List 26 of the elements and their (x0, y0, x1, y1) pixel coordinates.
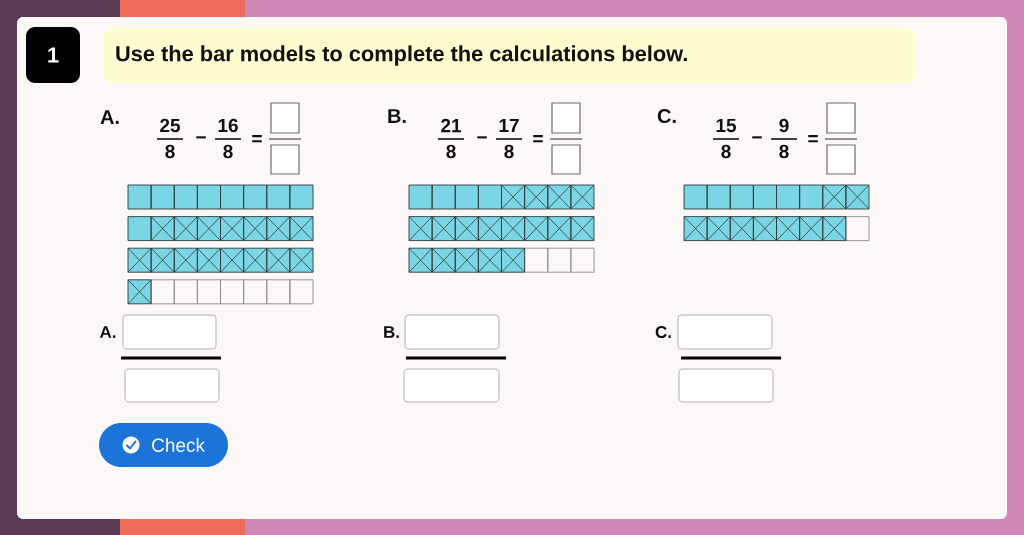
question-letter: A. (99, 326, 116, 338)
denominator: 8 (721, 144, 731, 159)
numerator: 25 (160, 118, 181, 133)
question-letter: B. (388, 109, 406, 123)
equals-sign: = (252, 135, 262, 143)
denominator: 8 (446, 144, 456, 159)
question-letter: C. (655, 326, 671, 339)
numerator: 16 (218, 118, 238, 133)
question-letter: B. (384, 326, 399, 338)
minus-sign: − (196, 136, 206, 139)
denominator: 8 (165, 144, 175, 159)
equals-sign: = (533, 135, 543, 143)
numerator: 15 (716, 118, 737, 133)
equals-sign: = (808, 135, 818, 143)
denominator: 8 (504, 144, 514, 159)
denominator: 8 (779, 144, 789, 159)
numerator: 21 (441, 118, 462, 133)
question-letter: A. (100, 110, 119, 124)
number-badge: 1 (26, 27, 80, 83)
numerator: 9 (779, 118, 789, 133)
minus-sign: − (752, 136, 762, 139)
denominator: 8 (223, 144, 233, 159)
question-letter: C. (657, 108, 676, 124)
numerator: 17 (499, 118, 519, 133)
minus-sign: − (477, 136, 487, 139)
instruction-banner: Use the bar models to complete the calculations below. (103, 28, 916, 83)
